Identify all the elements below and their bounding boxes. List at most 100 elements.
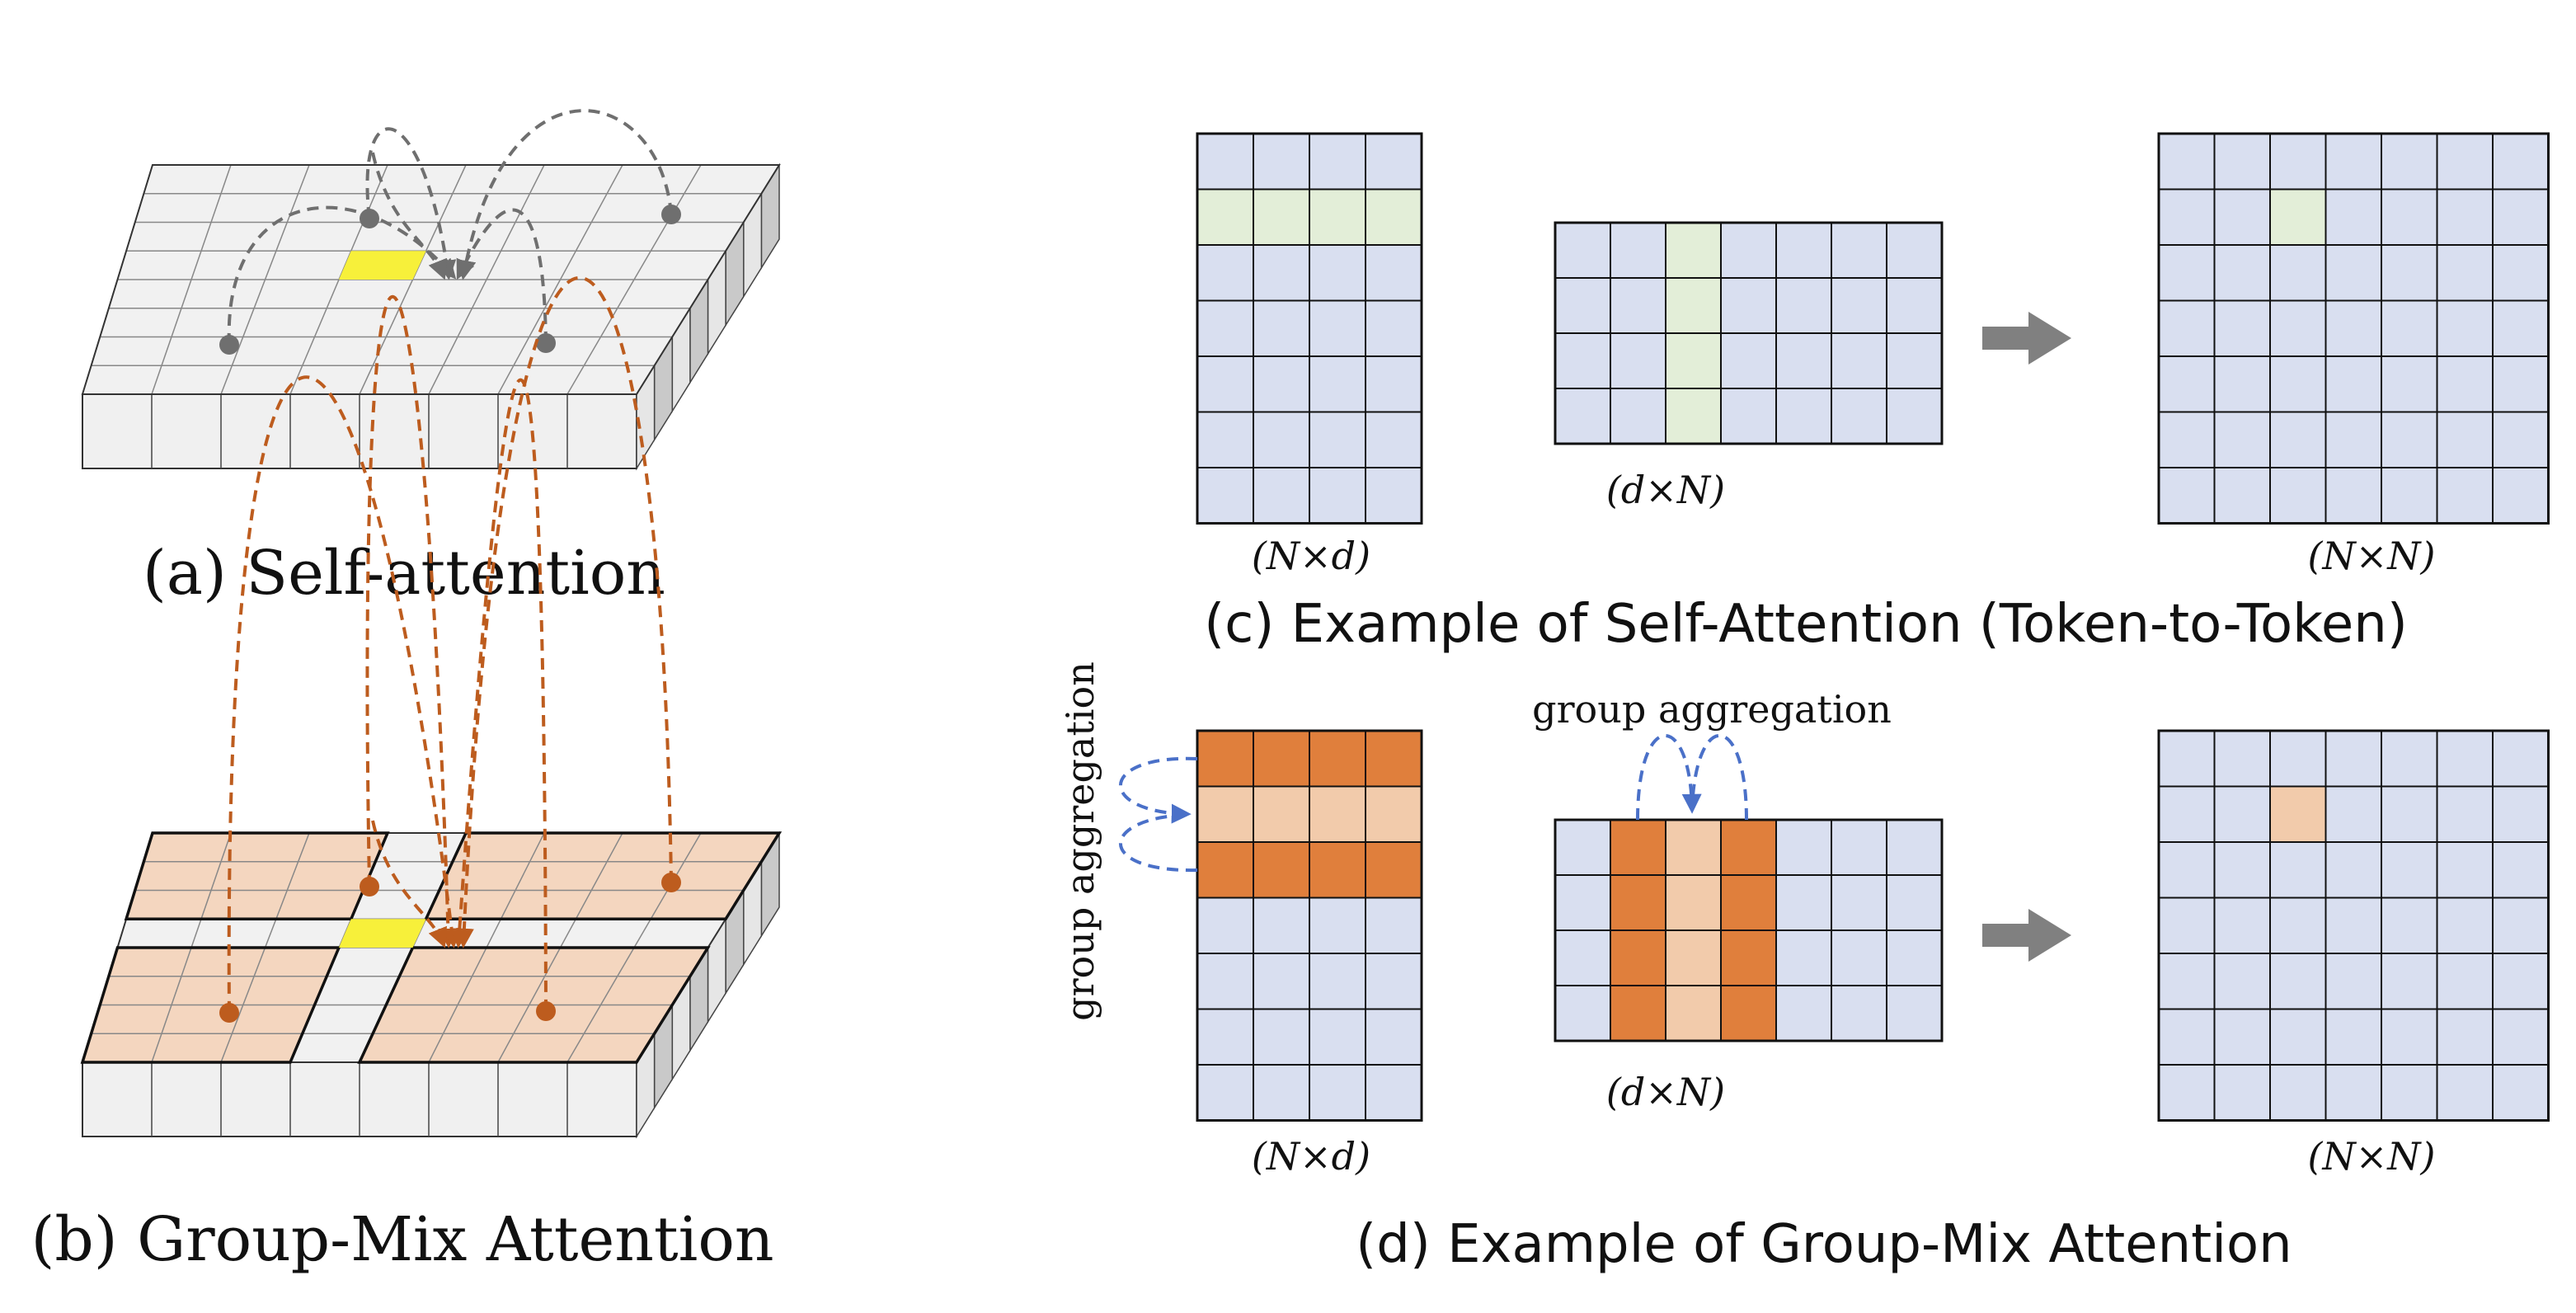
output-c-cell bbox=[2381, 411, 2438, 468]
key-d-cell bbox=[1665, 819, 1722, 876]
query-c-cell bbox=[1309, 467, 1366, 525]
output-d-cell bbox=[2436, 730, 2494, 788]
output-c-cell bbox=[2381, 133, 2438, 191]
key-d-cell bbox=[1720, 929, 1777, 986]
query-d-cell bbox=[1309, 730, 1366, 788]
output-d-cell bbox=[2436, 841, 2494, 899]
source-token-dot bbox=[360, 209, 379, 228]
query-c-border bbox=[1196, 132, 1423, 525]
key-d-cell bbox=[1720, 874, 1777, 931]
output-c-cell bbox=[2325, 467, 2382, 525]
output-d-cell bbox=[2381, 1008, 2438, 1066]
source-token-dot bbox=[219, 335, 239, 355]
output-d-cell bbox=[2325, 1064, 2382, 1122]
output-c-cell bbox=[2269, 133, 2327, 191]
query-d-cell bbox=[1365, 953, 1422, 1010]
output-c-cell bbox=[2213, 244, 2271, 302]
group-aggregation-arcs-top bbox=[1636, 734, 1748, 821]
output-c-cell bbox=[2381, 244, 2438, 302]
output-d-cell bbox=[2436, 1064, 2494, 1122]
key-c-cell bbox=[1775, 222, 1832, 279]
key-d-cell bbox=[1775, 819, 1832, 876]
key-d-cell bbox=[1775, 985, 1832, 1042]
source-token-dot bbox=[661, 873, 681, 892]
output-c-cell bbox=[2492, 411, 2550, 468]
key-c-cell bbox=[1775, 388, 1832, 445]
key-c-cell bbox=[1886, 222, 1943, 279]
query-c-cell bbox=[1253, 188, 1310, 246]
key-c-cell bbox=[1554, 277, 1611, 334]
out-dim-label-c: (N×N) bbox=[2308, 534, 2436, 578]
attention-arcs-a bbox=[219, 109, 681, 355]
output-c-cell bbox=[2492, 467, 2550, 525]
output-c-cell bbox=[2158, 133, 2216, 191]
output-c-cell bbox=[2269, 355, 2327, 413]
output-d-cell bbox=[2492, 1008, 2550, 1066]
result-arrow-c bbox=[1982, 312, 2071, 365]
key-c-cell bbox=[1720, 388, 1777, 445]
query-c-cell bbox=[1196, 299, 1254, 357]
output-d-cell bbox=[2436, 953, 2494, 1010]
key-c-cell bbox=[1610, 222, 1666, 279]
source-token-dot bbox=[536, 333, 556, 353]
output-d-cell bbox=[2269, 1008, 2327, 1066]
output-d-cell bbox=[2213, 841, 2271, 899]
key-c-cell bbox=[1886, 277, 1943, 334]
key-d-cell bbox=[1665, 985, 1722, 1042]
query-c-cell bbox=[1253, 244, 1310, 302]
query-c-cell bbox=[1365, 467, 1422, 525]
output-c-cell bbox=[2325, 133, 2382, 191]
query-c-cell bbox=[1365, 299, 1422, 357]
query-d-cell bbox=[1365, 785, 1422, 843]
key-d-cell bbox=[1665, 874, 1722, 931]
query-c-cell bbox=[1365, 133, 1422, 191]
key-c-cell bbox=[1775, 332, 1832, 389]
panel-a-self-attention-grid bbox=[81, 109, 781, 471]
panel-c-token-to-token bbox=[1196, 132, 2550, 525]
attention-arc bbox=[371, 820, 447, 948]
key-d-border bbox=[1554, 818, 1944, 1042]
output-d-cell bbox=[2381, 841, 2438, 899]
attention-arc bbox=[449, 378, 548, 1012]
query-matrix-c bbox=[1196, 132, 1423, 525]
output-c-cell bbox=[2213, 355, 2271, 413]
key-c-cell bbox=[1720, 222, 1777, 279]
output-d-cell bbox=[2492, 1064, 2550, 1122]
output-d-cell bbox=[2492, 953, 2550, 1010]
query-c-cell bbox=[1309, 133, 1366, 191]
output-c-cell bbox=[2213, 467, 2271, 525]
query-c-cell bbox=[1253, 133, 1310, 191]
k-dim-label-d: (d×N) bbox=[1606, 1070, 1725, 1114]
key-matrix-c bbox=[1554, 221, 1944, 445]
output-d-cell bbox=[2158, 730, 2216, 788]
top-annotation-d: group aggregation bbox=[1532, 687, 1892, 732]
output-c-cell bbox=[2492, 355, 2550, 413]
attention-arc bbox=[227, 205, 457, 346]
attention-arc bbox=[456, 208, 548, 344]
output-d-cell bbox=[2213, 897, 2271, 954]
key-d-cell bbox=[1610, 985, 1666, 1042]
target-token-b bbox=[339, 919, 426, 948]
output-d-cell bbox=[2325, 841, 2382, 899]
output-d-cell bbox=[2325, 785, 2382, 843]
output-d-border bbox=[2157, 729, 2550, 1122]
key-c-cell bbox=[1665, 332, 1722, 389]
output-d-cell bbox=[2492, 785, 2550, 843]
attention-arc bbox=[365, 127, 457, 280]
output-c-cell bbox=[2158, 355, 2216, 413]
output-d-cell bbox=[2158, 1064, 2216, 1122]
query-c-cell bbox=[1309, 299, 1366, 357]
grid-side-face bbox=[636, 831, 780, 1139]
result-arrow-d bbox=[1982, 909, 2071, 962]
key-d-cell bbox=[1554, 874, 1611, 931]
query-matrix-d bbox=[1196, 729, 1423, 1122]
out-dim-label-d: (N×N) bbox=[2308, 1134, 2436, 1179]
output-c-cell bbox=[2325, 244, 2382, 302]
query-d-cell bbox=[1196, 1064, 1254, 1122]
key-c-cell bbox=[1886, 388, 1943, 445]
query-c-cell bbox=[1196, 133, 1254, 191]
key-d-cell bbox=[1554, 819, 1611, 876]
query-c-cell bbox=[1253, 299, 1310, 357]
grid-lines bbox=[81, 164, 781, 395]
grid-front-face bbox=[82, 1061, 637, 1137]
